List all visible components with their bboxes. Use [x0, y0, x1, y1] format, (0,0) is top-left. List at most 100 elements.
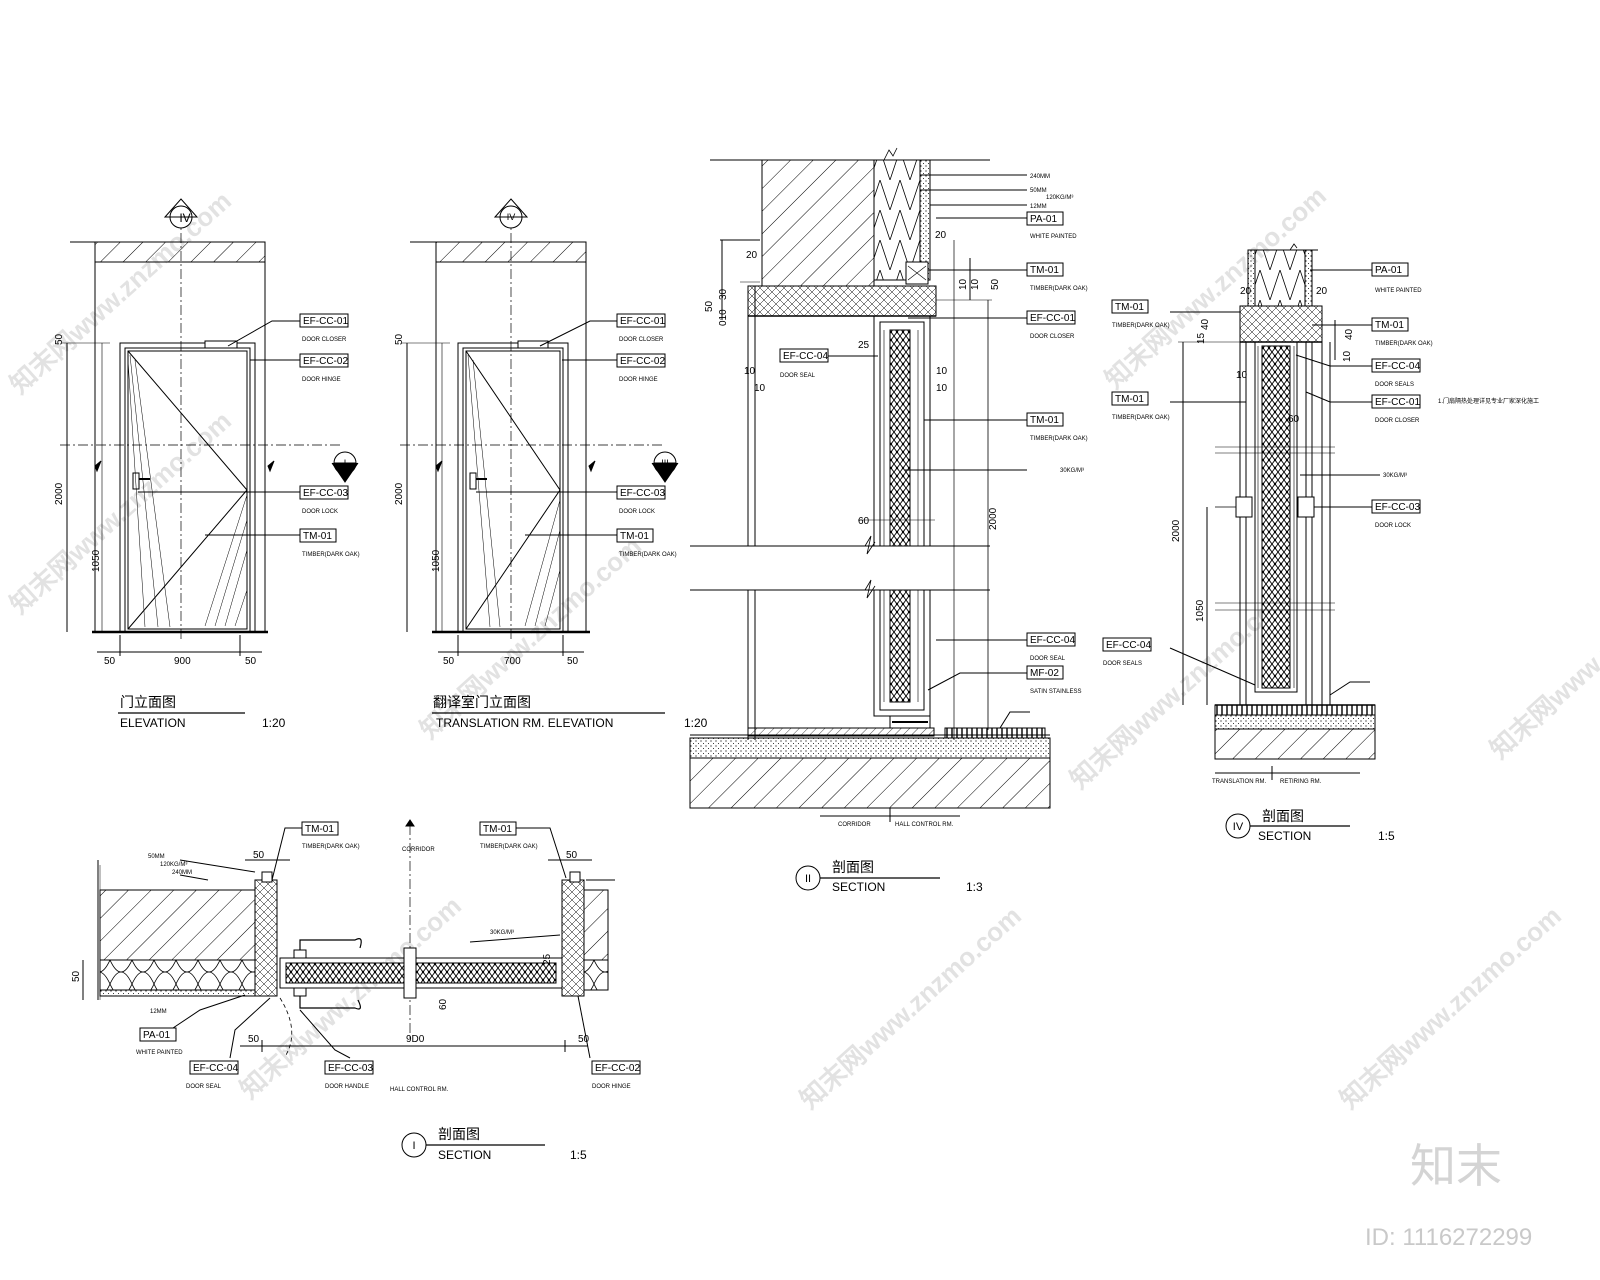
- desc-door-closer: DOOR CLOSER: [619, 337, 664, 343]
- tag-door-closer: EF-CC-01: [1375, 397, 1420, 408]
- note-120kg: 120KG/M³: [160, 862, 187, 868]
- dim-40: 40: [1344, 328, 1355, 340]
- section-mark-iii: III: [661, 458, 669, 468]
- dim-50: 50: [394, 333, 405, 345]
- tag-door-lock: EF-CC-03: [303, 488, 348, 499]
- tag-door-hinge: EF-CC-02: [620, 356, 665, 367]
- dim-25: 25: [858, 340, 870, 351]
- elevation-door: [60, 198, 359, 656]
- tag-timber: TM-01: [1030, 415, 1059, 426]
- section-iv-text: PA-01 WHITE PAINTED TM-01 TIMBER(DARK OA…: [1102, 262, 1539, 843]
- title-en: SECTION: [832, 880, 885, 894]
- title-cn: 门立面图: [120, 694, 176, 710]
- tag-door-closer: EF-CC-01: [1030, 313, 1075, 324]
- watermark-text: 知末网www.znzmo.com: [414, 530, 647, 744]
- title-en: SECTION: [1258, 829, 1311, 843]
- dim-2000: 2000: [394, 482, 405, 505]
- desc-door-seal: DOOR SEAL: [780, 373, 816, 379]
- tag-timber: TM-01: [1030, 265, 1059, 276]
- dim-1050: 1050: [1195, 599, 1206, 622]
- tag-timber: TM-01: [1115, 394, 1144, 405]
- tag-timber: TM-01: [483, 824, 512, 835]
- desc-white-painted: WHITE PAINTED: [1030, 234, 1077, 240]
- desc-timber: TIMBER(DARK OAK): [1030, 286, 1088, 292]
- note-240mm: 240MM: [172, 870, 192, 876]
- dim-60: 60: [438, 998, 449, 1010]
- dim-1050: 1050: [91, 549, 102, 572]
- note-12mm: 12MM: [150, 1009, 167, 1015]
- note-30kg: 30KG/M³: [1383, 473, 1407, 479]
- section-mark-iv: IV: [507, 212, 516, 222]
- dim-2000: 2000: [1171, 519, 1182, 542]
- elevation-translation-door: [400, 198, 679, 656]
- dim-2000: 2000: [54, 482, 65, 505]
- dim-900: 900: [174, 656, 191, 667]
- dim-2000: 2000: [988, 507, 999, 530]
- area-hall-control: HALL CONTROL RM.: [390, 1087, 449, 1093]
- dim-50: 50: [567, 656, 579, 667]
- desc-door-hinge: DOOR HINGE: [592, 1084, 631, 1090]
- desc-door-seal: DOOR SEAL: [1030, 656, 1066, 662]
- title-en: SECTION: [438, 1148, 491, 1162]
- dim-40: 40: [1200, 318, 1211, 330]
- dim-50: 50: [248, 1034, 260, 1045]
- dim-10: 10: [754, 383, 766, 394]
- title-cn: 剖面图: [1262, 808, 1304, 824]
- desc-timber: TIMBER(DARK OAK): [1112, 323, 1170, 329]
- note-50mm: 50MM: [1030, 188, 1047, 194]
- desc-timber: TIMBER(DARK OAK): [1030, 436, 1088, 442]
- desc-door-lock: DOOR LOCK: [619, 509, 655, 515]
- desc-door-seals: DOOR SEALS: [1375, 382, 1414, 388]
- note-12mm: 12MM: [1030, 204, 1047, 210]
- tag-door-hinge: EF-CC-02: [303, 356, 348, 367]
- tag-door-lock: EF-CC-03: [620, 488, 665, 499]
- desc-door-seal: DOOR SEAL: [186, 1084, 222, 1090]
- dim-10: 10: [958, 278, 969, 290]
- dim-50: 50: [443, 656, 455, 667]
- dim-30: 30: [718, 288, 729, 300]
- dim-9d0: 9D0: [406, 1034, 425, 1045]
- title-scale: 1:20: [262, 716, 286, 730]
- desc-timber: TIMBER(DARK OAK): [480, 844, 538, 850]
- section-ii-text: 240MM 50MM 120KG/M³ 12MM PA-01 WHITE PAI…: [704, 174, 1088, 894]
- elevation-translation-door-text: EF-CC-01 DOOR CLOSER EF-CC-02 DOOR HINGE…: [394, 212, 708, 730]
- title-en: TRANSLATION RM. ELEVATION: [436, 716, 613, 730]
- desc-door-seals: DOOR SEALS: [1103, 661, 1142, 667]
- dim-20: 20: [746, 250, 758, 261]
- desc-white-painted: WHITE PAINTED: [136, 1050, 183, 1056]
- dim-700: 700: [504, 656, 521, 667]
- tag-timber: TM-01: [620, 531, 649, 542]
- desc-timber: TIMBER(DARK OAK): [619, 552, 677, 558]
- desc-timber: TIMBER(DARK OAK): [1375, 341, 1433, 347]
- dim-50: 50: [990, 278, 1001, 290]
- watermark-text: 知末网www.znzmo.com: [794, 900, 1027, 1114]
- tag-door-seals: EF-CC-04: [1106, 640, 1151, 651]
- title-scale: 1:20: [684, 716, 708, 730]
- note-30kg: 30KG/M³: [490, 930, 514, 936]
- section-mark-iv: IV: [179, 211, 190, 225]
- desc-door-hinge: DOOR HINGE: [302, 377, 341, 383]
- watermark-text: 知末网www.znzmo.com: [1334, 900, 1567, 1114]
- dim-60: 60: [1288, 414, 1300, 425]
- note-50mm: 50MM: [148, 854, 165, 860]
- tag-door-handle: EF-CC-03: [328, 1063, 373, 1074]
- tag-paint: PA-01: [143, 1030, 170, 1041]
- section-ii: [689, 147, 1051, 891]
- desc-timber: TIMBER(DARK OAK): [302, 552, 360, 558]
- dim-50: 50: [71, 970, 82, 982]
- dim-50: 50: [704, 300, 715, 312]
- tag-paint: PA-01: [1375, 265, 1402, 276]
- tag-metal: MF-02: [1030, 668, 1059, 679]
- title-en: ELEVATION: [120, 716, 186, 730]
- image-id: ID: 1116272299: [1365, 1224, 1532, 1251]
- area-hall-control: HALL CONTROL RM.: [895, 822, 954, 828]
- tag-door-closer: EF-CC-01: [303, 316, 348, 327]
- desc-door-handle: DOOR HANDLE: [325, 1084, 369, 1090]
- dim-10: 10: [1342, 350, 1353, 362]
- title-cn: 剖面图: [832, 859, 874, 875]
- desc-door-closer: DOOR CLOSER: [1375, 418, 1420, 424]
- title-cn: 翻译室门立面图: [433, 694, 531, 710]
- dim-20: 20: [1316, 286, 1328, 297]
- desc-satin-stainless: SATIN STAINLESS: [1030, 689, 1081, 695]
